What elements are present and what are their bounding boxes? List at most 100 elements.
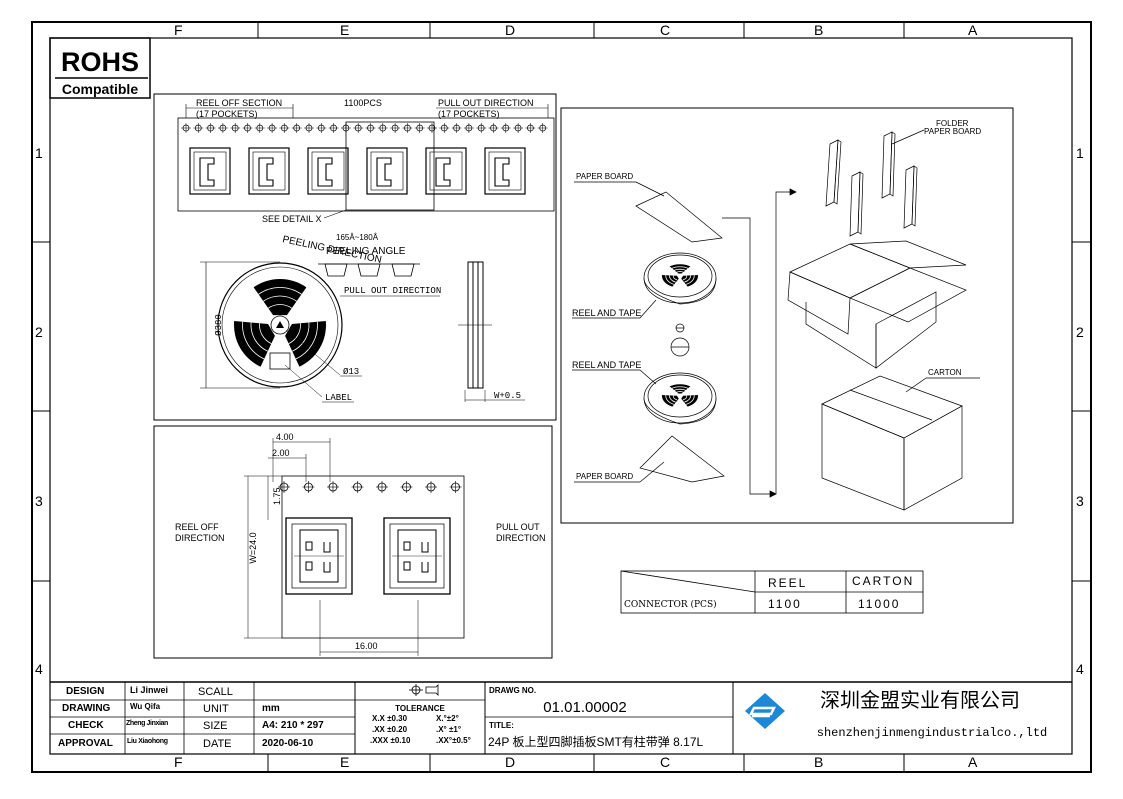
field-date: DATE [203,738,232,750]
detail-dimension-labels: 4.00 2.00 1.75 W=24.0 16.00 REEL OFF DIR… [175,432,546,651]
pocket-inner [311,151,345,191]
reel-spoke-ring [669,395,676,403]
connector-outline [435,157,451,187]
dim-half-text: 2.00 [272,448,290,458]
connector-outline [376,157,392,187]
drafter-name: Wu Qifa [130,702,161,711]
rohs-badge: ROHS Compatible [49,37,151,99]
reel-spoke-ring [250,322,268,352]
detail-box [345,121,435,211]
detail-reel-off-text: REEL OFF [175,522,219,532]
reel-spoke-ring [675,391,685,393]
rohs-title: ROHS [61,47,139,77]
row-label-left: 4 [35,661,43,677]
pocket-inner [429,151,463,191]
rohs-subtitle: Compatible [62,81,138,97]
reel-spoke-ring [673,268,687,271]
row-label-approval: APPROVAL [58,738,113,749]
drawing-no-value: 01.01.00002 [543,699,626,716]
reel-spoke-ring [673,388,687,391]
see-detail-text: SEE DETAIL X [262,214,322,224]
table-header-carton: CARTON [852,574,914,588]
tolerance-linear: .XXX ±0.10 [370,736,411,745]
reel-spoke-ring [288,323,301,344]
reel-spoke-ring [684,395,691,403]
reel-spoke-ring [263,295,297,302]
drawing-title: 24P 板上型四脚插板SMT有柱带弹 8.17L [488,734,703,749]
reel-front-view: Ø380 Ø13 LABEL [200,261,362,403]
hub-diameter-text: Ø13 [343,367,359,377]
reel-spoke [662,394,679,407]
reel-spoke [681,394,698,407]
company-logo-icon [745,693,785,729]
packing-view-frame [560,107,1014,524]
table-value-reel: 1100 [768,597,802,611]
col-label-top: F [174,22,183,38]
reel-tape-1-text: REEL AND TAPE [572,308,641,318]
col-label-bottom: E [340,754,349,770]
row-label-left: 3 [35,493,43,509]
detail-pin [403,561,411,571]
detail-pockets [285,517,451,595]
reel-spoke-ring [671,386,689,389]
table-row-label: CONNECTOR (PCS) [624,599,717,610]
table-header-reel: REEL [768,576,807,590]
peel-angle-text: 165Â~180Â [336,233,379,242]
pocket-outer [484,147,526,195]
detail-sprocket-holes [278,481,462,493]
folder-paper-board-text: PAPER BOARD [924,127,981,136]
detail-pocket-inner [389,523,445,589]
zone-ticks [32,22,1091,772]
detail-pin [305,561,313,571]
col-label-top: C [660,22,670,38]
pull-out-text: PULL OUT DIRECTION [438,98,534,108]
row-label-right: 2 [1076,324,1084,340]
sprocket-holes [181,123,548,133]
designer-name: Li Jinwei [130,685,169,695]
approver-name: Liu Xiaohong [127,738,168,745]
pocket-inner [193,151,227,191]
tolerance-title: TOLERANCE [395,704,445,713]
detail-view-frame [153,425,553,659]
connector-outline [199,157,215,187]
peel-pull-out-text: PULL OUT DIRECTION [344,286,441,296]
dim-pocket-text: 16.00 [355,641,378,651]
connector-outline [494,157,510,187]
checker-name: Zheng Jinxian [126,720,168,727]
paper-board-top-text: PAPER BOARD [576,172,633,181]
tolerance-linear: .XX ±0.20 [372,725,408,734]
value-unit: mm [262,703,280,714]
pocket-inner [252,151,286,191]
reel-spoke-ring [665,395,675,405]
dim-width-text: W=24.0 [248,532,258,563]
detail-reel-off-dir-text: DIRECTION [175,533,225,543]
col-label-top: D [505,22,515,38]
outer-frame [31,21,1092,773]
reel-spoke-ring [268,304,292,309]
quantity-table: REEL CARTON CONNECTOR (PCS) 1100 11000 [620,570,924,614]
pull-out-pockets-text: (17 POCKETS) [438,109,500,119]
reel-view-frame [153,93,557,421]
tape-pockets [189,147,526,195]
reel-spoke-ring [682,275,688,281]
reel-width-text: W+0.5 [494,391,521,401]
tape-strip [177,117,555,212]
paper-board-bottom-text: PAPER BOARD [576,472,633,481]
reel-spoke-ring [671,266,689,269]
packing-illustrations [572,129,980,511]
pocket-inner [370,151,404,191]
packing-reel-arms [662,264,698,407]
row-label-drawing: DRAWING [62,703,111,714]
tolerance-rows: X.X ±0.30 X.°±2° .XX ±0.20 .X° ±1° .XXX … [370,714,471,745]
reel-spoke-ring [665,275,675,285]
column-labels: F E D C B A F E D C B A [174,22,978,770]
title-block-grid [50,681,1072,754]
pocket-outer [425,147,467,195]
detail-tape [281,475,465,639]
reel-spoke-ring [292,322,310,352]
reel-spoke-ring [685,395,695,405]
tolerance-angle: X.°±2° [436,714,459,723]
detail-pin [305,541,313,551]
folder-text: FOLDER [936,119,969,128]
